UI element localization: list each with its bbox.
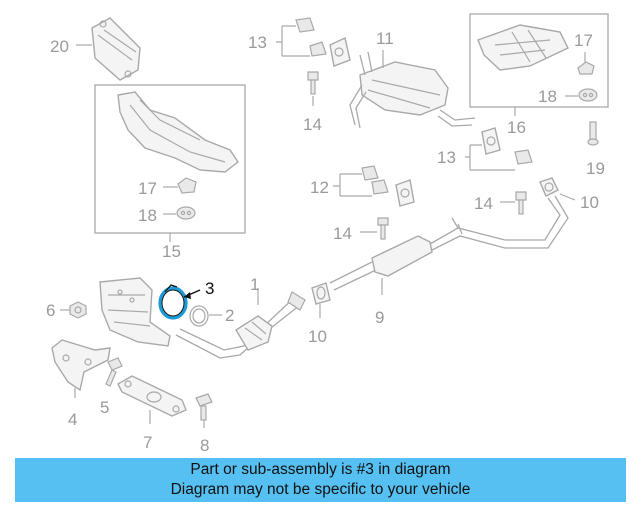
callout-8: 8 bbox=[200, 436, 209, 455]
part-17-nut-box16 bbox=[577, 61, 595, 75]
callout-10-right: 10 bbox=[580, 193, 599, 212]
callout-18-box15: 18 bbox=[138, 206, 157, 225]
banner-line-1: Part or sub-assembly is #3 in diagram bbox=[190, 461, 451, 478]
callout-7: 7 bbox=[143, 433, 152, 452]
callout-3-highlighted: 3 bbox=[205, 279, 214, 298]
callout-13-top: 13 bbox=[248, 33, 267, 52]
callout-15: 15 bbox=[162, 242, 181, 261]
callout-4: 4 bbox=[68, 410, 77, 429]
part-catalytic-manifold bbox=[99, 277, 171, 347]
callout-1: 1 bbox=[250, 275, 259, 294]
part-7-flange-gasket bbox=[117, 375, 187, 417]
part-11-rear-muffler bbox=[349, 51, 476, 129]
banner-line-2: Diagram may not be specific to your vehi… bbox=[170, 481, 471, 498]
part-20-heat-shield bbox=[91, 17, 141, 81]
callout-6: 6 bbox=[46, 301, 55, 320]
callout-9: 9 bbox=[375, 308, 384, 327]
callout-2: 2 bbox=[225, 306, 234, 325]
part-14-bolt-top bbox=[307, 71, 319, 95]
callout-13-mid: 13 bbox=[437, 148, 456, 167]
exhaust-system-diagram: 20 17 18 15 13 14 11 bbox=[46, 13, 609, 455]
part-2-gasket bbox=[189, 305, 209, 327]
callout-10-left: 10 bbox=[308, 327, 327, 346]
part-12-hanger bbox=[361, 165, 389, 195]
callout-18-box16: 18 bbox=[538, 87, 557, 106]
callout-17-box16: 17 bbox=[574, 31, 593, 50]
part-19-stud bbox=[587, 121, 599, 146]
part-3-clamp-highlighted[interactable] bbox=[158, 284, 188, 320]
part-10-clamp-right bbox=[539, 177, 559, 197]
part-1-front-pipe bbox=[175, 291, 306, 359]
part-9-center-muffler bbox=[329, 195, 569, 291]
part-isolator-top bbox=[329, 36, 351, 67]
callout-19: 19 bbox=[586, 159, 605, 178]
part-4-bracket bbox=[51, 339, 111, 392]
part-17-nut-box15 bbox=[177, 177, 197, 194]
info-banner: Part or sub-assembly is #3 in diagram Di… bbox=[15, 458, 626, 502]
callout-16: 16 bbox=[507, 118, 526, 137]
callout-20: 20 bbox=[50, 37, 69, 56]
part-heat-shield-front bbox=[117, 91, 239, 173]
part-5-bolt bbox=[105, 357, 123, 387]
callout-17-box15: 17 bbox=[138, 179, 157, 198]
part-14-bolt-right bbox=[515, 191, 527, 215]
callout-11: 11 bbox=[376, 29, 394, 48]
group-box-16 bbox=[469, 13, 609, 108]
callout-14-mid: 14 bbox=[333, 224, 352, 243]
part-6-nut bbox=[69, 301, 87, 319]
callout-12: 12 bbox=[310, 178, 329, 197]
callout-5: 5 bbox=[100, 398, 109, 417]
part-heat-shield-rear bbox=[477, 24, 569, 71]
part-14-bolt-mid bbox=[377, 217, 389, 240]
part-10-clamp-left bbox=[311, 282, 331, 305]
callout-14-right: 14 bbox=[474, 194, 493, 213]
part-isolator-mid bbox=[395, 179, 415, 207]
part-13-hanger-mid bbox=[481, 127, 533, 165]
part-8-bolt bbox=[195, 393, 213, 421]
callout-14-top: 14 bbox=[303, 115, 322, 134]
part-18-grommet-box16 bbox=[578, 88, 598, 102]
part-13-hanger-top bbox=[295, 17, 327, 57]
part-18-grommet-box15 bbox=[176, 206, 196, 220]
